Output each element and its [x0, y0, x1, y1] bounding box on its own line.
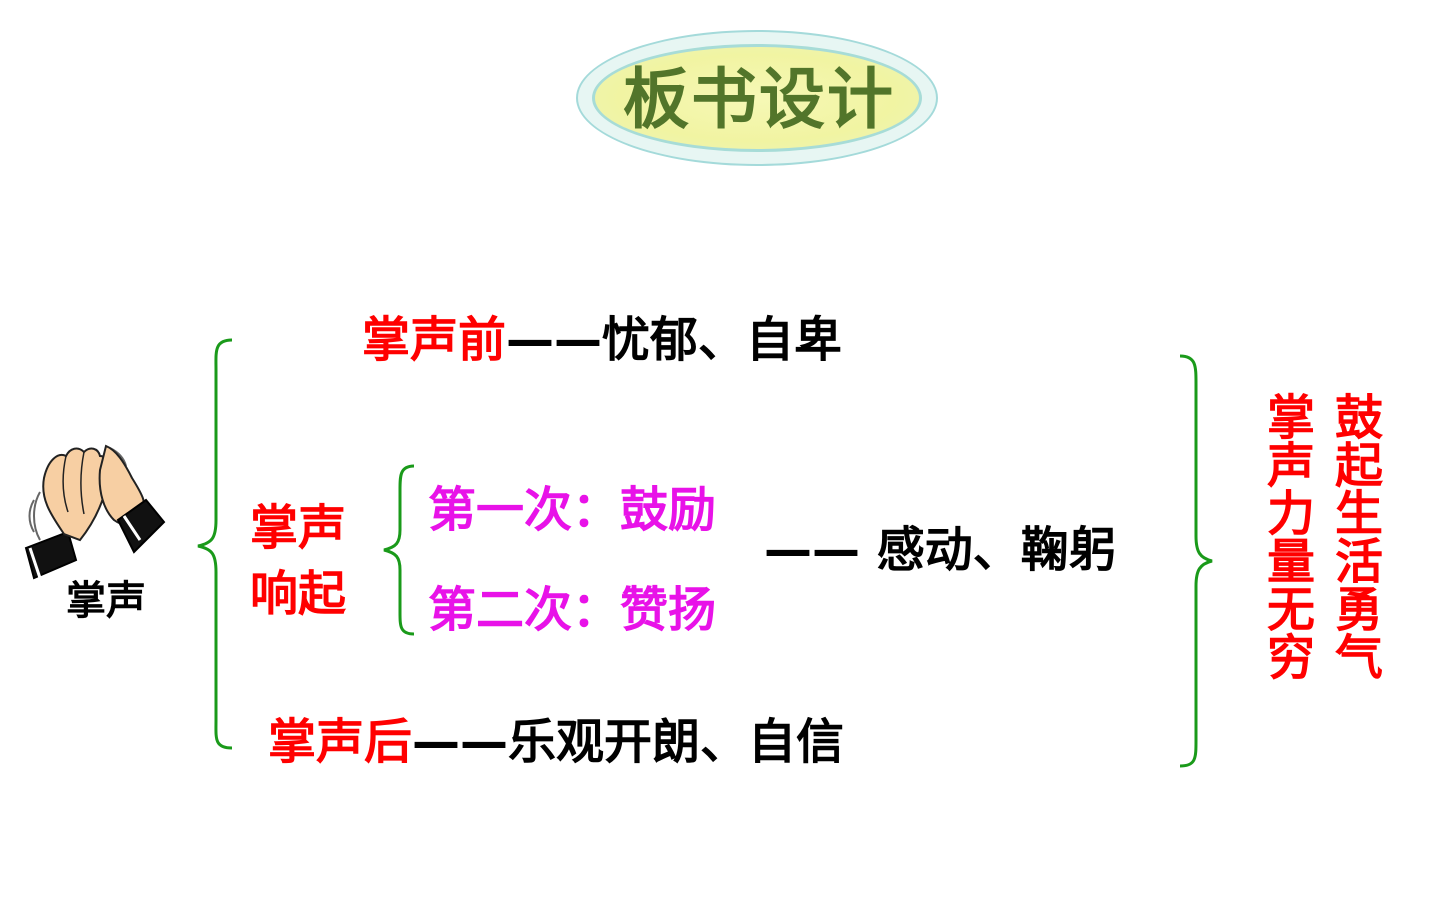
- left-label: 掌声: [66, 578, 146, 624]
- title-oval-inner: [592, 44, 922, 152]
- row-after: 掌声后——乐观开朗、自信: [268, 714, 844, 770]
- page-title: 板书设计: [623, 61, 895, 138]
- row-before-desc: 忧郁、自卑: [602, 312, 843, 368]
- clapping-hands-icon: [24, 444, 166, 580]
- row-during-label-line1: 掌声: [250, 500, 347, 556]
- row-during-label-line2: 响起: [250, 566, 347, 622]
- row-after-desc: 乐观开朗、自信: [508, 714, 845, 770]
- row-after-label: 掌声后: [268, 714, 413, 770]
- row-after-dash: ——: [412, 714, 509, 770]
- row-during-second: 第二次：赞扬: [428, 582, 717, 638]
- main-left-brace: [197, 338, 233, 750]
- inner-left-brace: [383, 464, 415, 636]
- right-brace: [1179, 354, 1213, 768]
- conclusion-line2: 掌声力量无穷: [1258, 392, 1314, 680]
- row-during-dash: ——: [764, 522, 860, 578]
- row-before-label: 掌声前: [362, 312, 507, 368]
- title-oval: 板书设计: [576, 30, 938, 166]
- row-during-first: 第一次：鼓励: [428, 482, 717, 538]
- row-during-desc: 感动、鞠躬: [876, 522, 1117, 578]
- row-during-result: —— 感动、鞠躬: [764, 522, 1117, 578]
- row-before-dash: ——: [506, 312, 603, 368]
- conclusion-line1: 鼓起生活勇气: [1326, 392, 1382, 680]
- row-before: 掌声前——忧郁、自卑: [362, 312, 842, 368]
